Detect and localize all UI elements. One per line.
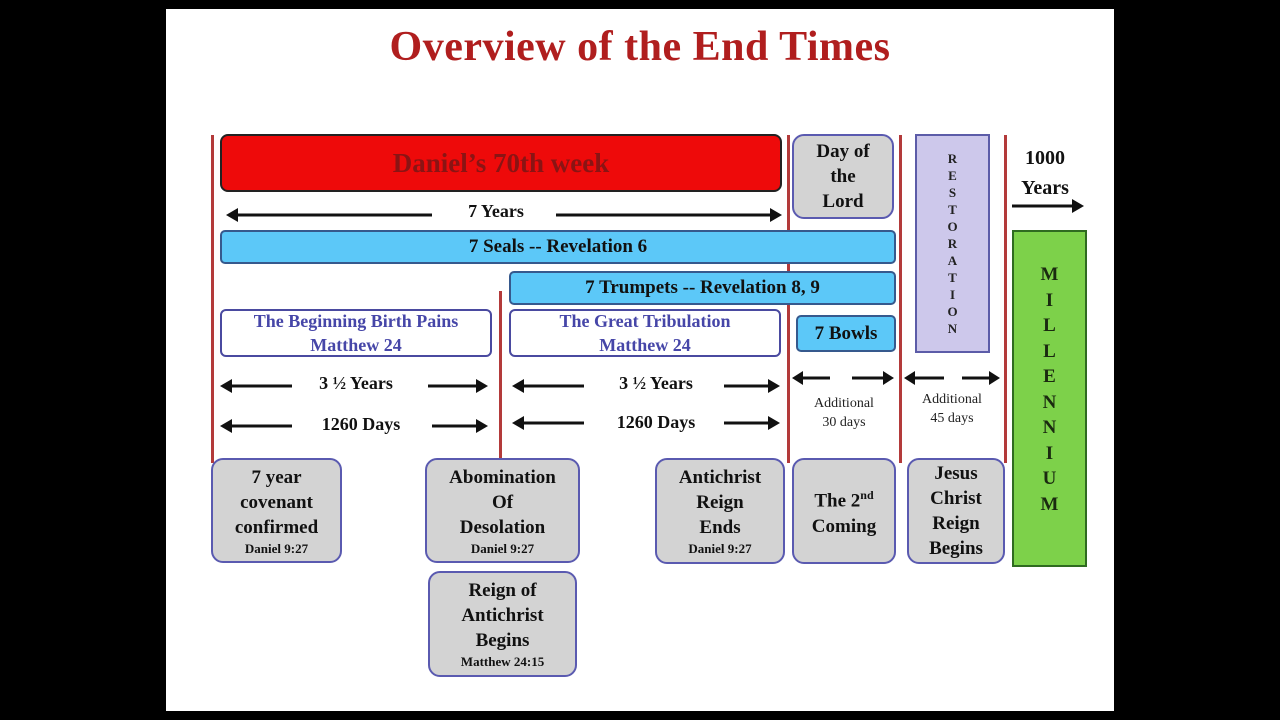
restoration-letter: T [948, 202, 957, 217]
seven-years-label: 7 Years [468, 201, 524, 221]
restoration-box: R E S T O R A T I O N [915, 134, 990, 353]
antichrist-reign-begins-box: Reign of Antichrist Begins Matthew 24:15 [428, 571, 577, 677]
millennium-box: M I L L E N N I U M [1012, 230, 1087, 567]
restoration-letter: S [948, 185, 957, 200]
antichrist-ends-line: Reign [696, 492, 744, 513]
daniel-70th-week-bar: Daniel’s 70th week [220, 134, 782, 192]
covenant-confirmed-box: 7 year covenant confirmed Daniel 9:27 [211, 458, 342, 563]
restoration-letter: R [947, 151, 958, 166]
days-arrow-right [512, 416, 780, 430]
antichrist-begins-line: Reign of [468, 580, 537, 601]
antichrist-begins-line: Antichrist [461, 605, 544, 626]
day-of-lord-line: Lord [822, 191, 864, 212]
millennium-letter: U [1042, 468, 1057, 489]
covenant-line: covenant [240, 491, 313, 513]
additional-30-line: 30 days [822, 415, 866, 430]
additional-30-arrow [792, 371, 894, 385]
jesus-reign-line: Reign [932, 513, 980, 534]
additional-45-line: 45 days [930, 411, 974, 426]
restoration-letter: E [948, 168, 957, 183]
jesus-reign-line: Jesus [934, 463, 978, 484]
millennium-letter: L [1043, 315, 1056, 336]
jesus-christ-reign-box: Jesus Christ Reign Begins [907, 458, 1005, 564]
abomination-line: Abomination [449, 466, 556, 488]
seven-seals-bar: 7 Seals -- Revelation 6 [220, 230, 896, 264]
second-coming-line: The 2nd [814, 483, 873, 513]
thousand-years-arrow [1012, 199, 1084, 213]
jesus-reign-line: Begins [929, 538, 983, 559]
days-label-left: 1260 Days [321, 414, 401, 434]
covenant-ref: Daniel 9:27 [244, 540, 309, 556]
thousand-years-line: 1000 [1025, 147, 1065, 169]
tribulation-title: The Great Tribulation [559, 311, 731, 331]
restoration-letter: O [947, 304, 958, 319]
birth-pains-title: The Beginning Birth Pains [253, 311, 459, 331]
tribulation-ref: Matthew 24 [599, 335, 691, 355]
days-arrow-left [220, 419, 488, 433]
additional-45-line: Additional [922, 392, 982, 407]
jesus-reign-line: Christ [930, 488, 982, 509]
abomination-line: Desolation [459, 516, 546, 538]
millennium-letter: I [1045, 289, 1054, 311]
divider-line [499, 291, 502, 463]
divider-line [899, 135, 902, 463]
birth-pains-ref: Matthew 24 [310, 335, 402, 355]
half-years-label-right: 3 ½ Years [619, 373, 693, 393]
restoration-letter: A [947, 253, 958, 268]
half-years-arrow-right [512, 379, 780, 393]
millennium-letter: M [1040, 264, 1059, 285]
seven-bowls-bar: 7 Bowls [796, 315, 896, 352]
beginning-birth-pains-box: The Beginning Birth Pains Matthew 24 [220, 309, 492, 357]
antichrist-reign-ends-box: Antichrist Reign Ends Daniel 9:27 [655, 458, 785, 564]
additional-45-label: Additional 45 days [902, 390, 1002, 428]
abomination-ref: Daniel 9:27 [470, 540, 535, 556]
days-label-right: 1260 Days [616, 412, 696, 432]
day-of-the-lord-box: Day of the Lord [792, 134, 894, 219]
antichrist-begins-ref: Matthew 24:15 [460, 654, 545, 669]
restoration-letter: N [947, 321, 958, 336]
day-of-lord-line: Day of [816, 141, 870, 162]
millennium-letter: N [1042, 417, 1057, 438]
thousand-years-line: Years [1021, 177, 1069, 199]
millennium-letter: M [1040, 493, 1059, 515]
great-tribulation-box: The Great Tribulation Matthew 24 [509, 309, 781, 357]
second-coming-box: The 2nd Coming [792, 458, 896, 564]
additional-30-label: Additional 30 days [792, 394, 896, 432]
millennium-letter: L [1043, 340, 1056, 362]
half-years-label-left: 3 ½ Years [319, 373, 393, 393]
seven-trumpets-bar: 7 Trumpets -- Revelation 8, 9 [509, 271, 896, 305]
thousand-years-label: 1000 Years [1008, 143, 1082, 203]
second-coming-the: The 2 [814, 490, 861, 512]
millennium-letter: N [1042, 391, 1057, 413]
millennium-letter: I [1045, 442, 1054, 464]
restoration-letter: I [949, 287, 956, 302]
restoration-letter: R [947, 236, 958, 251]
half-years-arrow-left [220, 379, 488, 393]
day-of-lord-line: the [830, 166, 856, 187]
seven-years-arrow [226, 208, 782, 222]
second-coming-sup: nd [860, 488, 874, 503]
antichrist-begins-line: Begins [475, 630, 530, 651]
divider-line [1004, 135, 1007, 463]
divider-line [211, 135, 214, 463]
additional-45-arrow [904, 371, 1000, 385]
antichrist-ends-line: Antichrist [678, 467, 762, 488]
covenant-line: 7 year [251, 466, 302, 488]
abomination-line: Of [491, 491, 514, 513]
antichrist-ends-line: Ends [699, 517, 741, 538]
covenant-line: confirmed [234, 516, 319, 538]
restoration-letter: O [947, 219, 958, 234]
restoration-letter: T [948, 270, 957, 285]
antichrist-ends-ref: Daniel 9:27 [688, 541, 752, 556]
second-coming-line: Coming [811, 515, 877, 537]
abomination-box: Abomination Of Desolation Daniel 9:27 [425, 458, 580, 563]
slide: Overview of the End Times Daniel’s 70th … [166, 9, 1114, 711]
millennium-letter: E [1043, 366, 1056, 387]
page-title: Overview of the End Times [389, 24, 891, 70]
additional-30-line: Additional [814, 396, 874, 411]
